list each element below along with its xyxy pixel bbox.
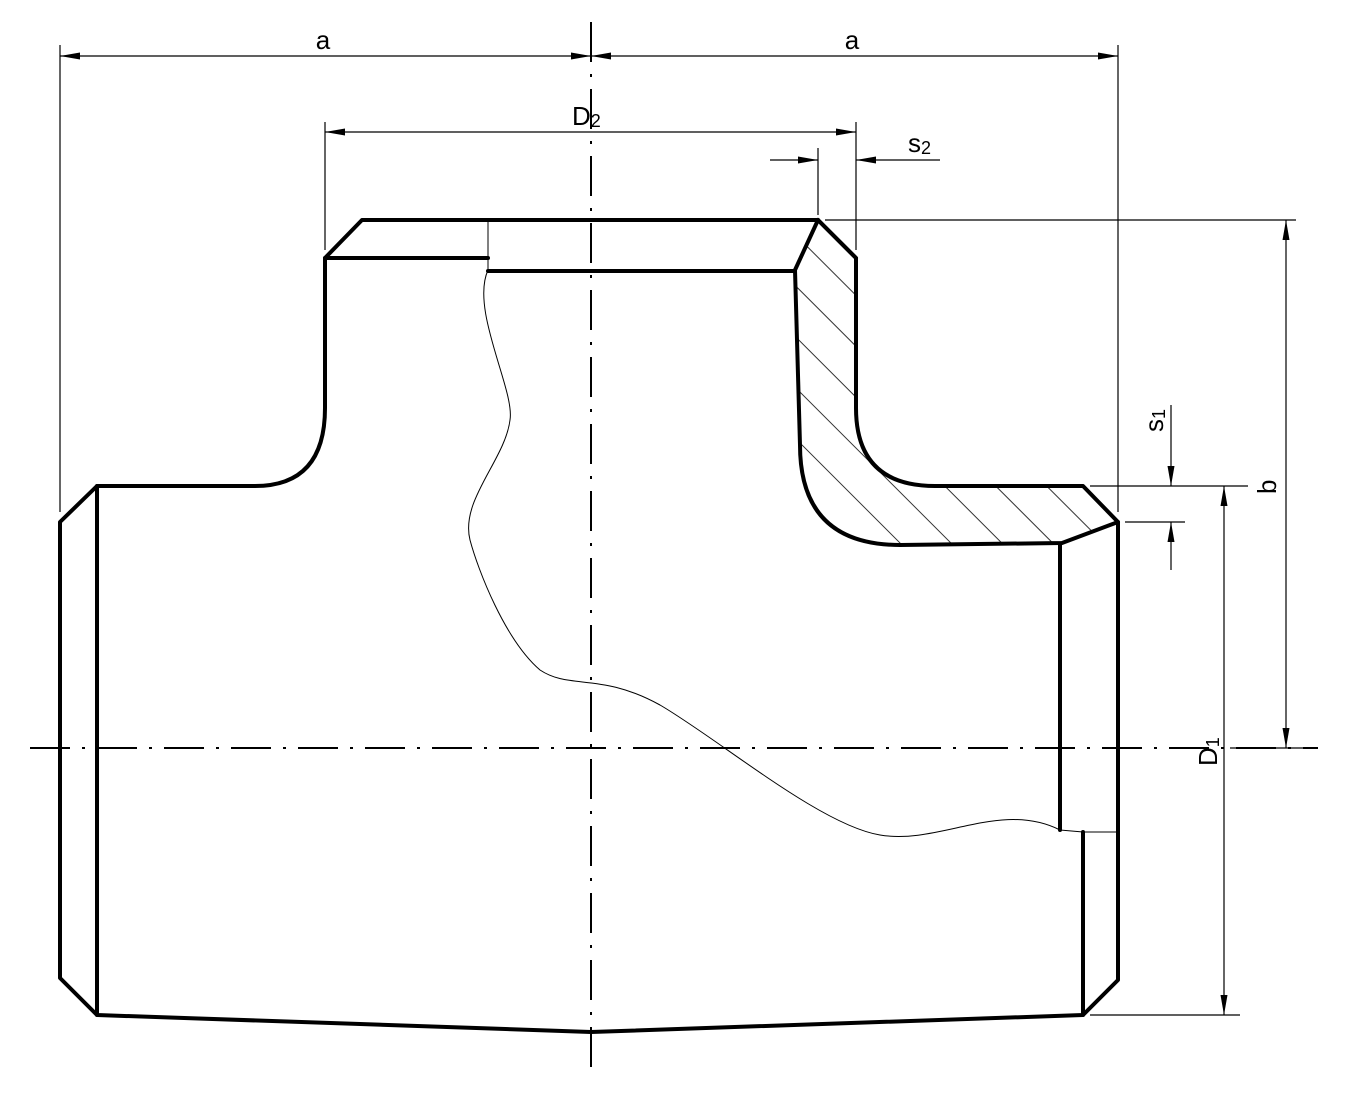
label-d2-sub: 2 (591, 111, 601, 131)
branch-bore-inner-wall (793, 218, 1120, 547)
label-s2-main: s (908, 128, 921, 158)
label-b: b (1252, 480, 1282, 494)
label-s2: s2 (908, 128, 931, 158)
break-line (468, 222, 1118, 837)
label-s1: s1 (1139, 409, 1169, 432)
label-s1-sub: 1 (1149, 409, 1169, 419)
label-a-left: a (316, 25, 331, 55)
label-d1-main: D (1193, 747, 1223, 766)
label-d1: D1 (1193, 737, 1223, 766)
branch-bevel-top-right (816, 218, 858, 260)
tee-outline (58, 218, 1120, 1034)
label-s2-sub: 2 (921, 138, 931, 158)
label-d1-sub: 1 (1203, 737, 1223, 747)
label-d2: D2 (572, 101, 601, 131)
label-s1-main: s (1139, 419, 1169, 432)
label-a-right: a (845, 25, 860, 55)
hatched-wall-section (795, 220, 1118, 545)
label-d2-main: D (572, 101, 591, 131)
